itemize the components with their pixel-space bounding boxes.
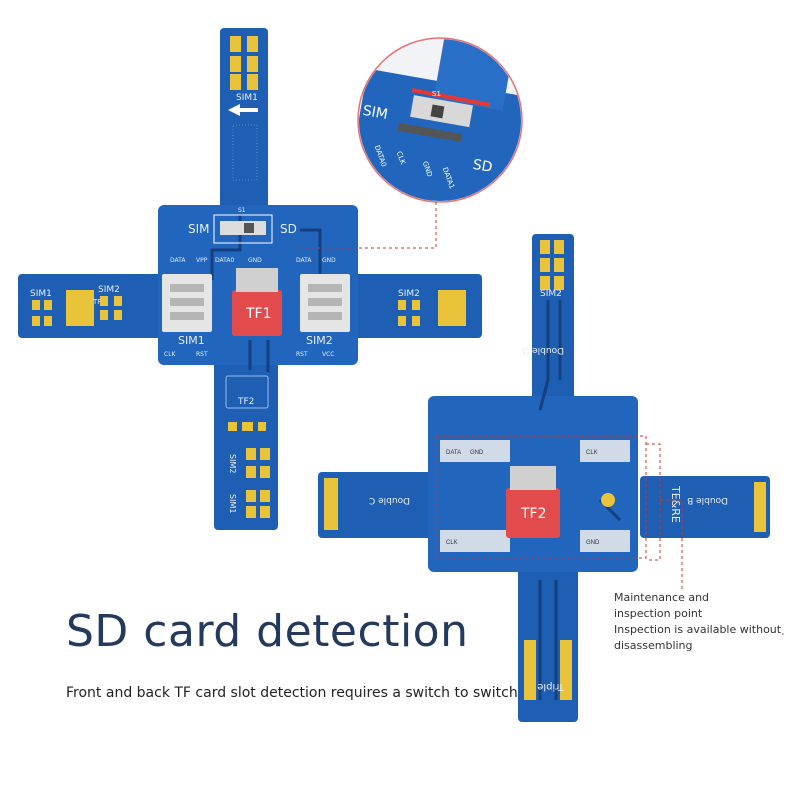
svg-text:GND: GND [322, 257, 336, 264]
zoom-sim-label: SIM [361, 103, 389, 123]
board-right-tf2-slot [506, 488, 560, 538]
arrow-left-icon [228, 104, 258, 116]
board-right-left-arm [318, 472, 438, 538]
board-right-callout-line [646, 443, 683, 592]
svg-text:DATA0: DATA0 [215, 257, 234, 264]
note-line-4: disassembling [614, 639, 693, 652]
svg-text:DATA: DATA [446, 450, 461, 456]
board-right-triple-label: Triple [537, 681, 565, 692]
board-left-switch-sim-label: SIM [188, 222, 210, 236]
board-left-tf2-label: TF2 [237, 397, 254, 407]
zoom-s1-label: S1 [432, 90, 441, 98]
svg-text:CLK: CLK [586, 450, 598, 456]
board-left-switch-sd-label: SD [280, 222, 297, 236]
board-right-sim2-top-label: SIM2 [540, 289, 562, 299]
svg-text:VPP: VPP [196, 257, 208, 264]
zoom-sd-label: SD [471, 157, 493, 176]
board-right-top-arm [532, 234, 574, 404]
board-left-top-fingers [230, 36, 258, 90]
svg-text:': ' [782, 632, 784, 643]
note-line-3: Inspection is available without [614, 623, 782, 636]
svg-text:VCC: VCC [322, 351, 334, 358]
board-left-bottom-pads [228, 418, 270, 518]
note-line-1: Maintenance and [614, 591, 710, 604]
svg-text:RST: RST [196, 351, 208, 358]
board-left-sim1-bottom-label: SIM1 [228, 494, 237, 513]
board-left-tf1-label: TF1 [245, 306, 272, 322]
headline: SD card detection [66, 606, 469, 657]
board-right-right-arm [640, 476, 770, 538]
zoom-circle: SIM SD S1 CLK DATA0 GND DATA1 [300, 37, 523, 249]
board-left-slot-sim2-label: SIM2 [306, 334, 333, 347]
svg-text:GND: GND [470, 450, 484, 456]
board-right-left-gold [324, 478, 338, 530]
inspection-note: Maintenance and inspection point Inspect… [614, 590, 781, 654]
board-left-tf-left-label: TF [92, 298, 101, 306]
svg-text:CLK: CLK [164, 351, 177, 358]
board-right-top-fingers [540, 240, 564, 290]
svg-text:DATA: DATA [296, 257, 312, 264]
board-left-right-pads [398, 290, 466, 326]
board-left-left-pads [32, 290, 122, 326]
board-right-te-re-label: TE&RE [669, 485, 682, 523]
board-left-sim1-top-label: SIM1 [236, 93, 258, 103]
svg-text:RST: RST [296, 351, 308, 358]
subline: Front and back TF card slot detection re… [66, 685, 518, 701]
board-right-right-gold [754, 482, 766, 532]
board-left-s1-label: S1 [238, 207, 246, 214]
board-right-double-c-label: Double C [369, 495, 410, 505]
board-right-double-d-label: Double D [522, 345, 564, 355]
board-right-double-b-label: Double B [687, 495, 728, 505]
board-left-switch [220, 221, 266, 235]
board-right-tf2-label: TF2 [520, 506, 547, 522]
svg-text:GND: GND [248, 257, 262, 264]
board-left-tf1-slot [232, 290, 282, 336]
board-left-sim2-left-label: SIM2 [98, 285, 120, 295]
board-right: SIM2 Double D Double C Double B TE&RE DA… [318, 234, 770, 722]
board-left-sim2-right-label: SIM2 [398, 289, 420, 299]
board-left-sim1-left-label: SIM1 [30, 289, 52, 299]
board-left-bottom-arm [214, 360, 278, 530]
board-left-top-arm [220, 28, 268, 216]
board-left-sim2-bottom-label: SIM2 [228, 454, 237, 473]
svg-text:GND: GND [586, 540, 600, 546]
board-left-slot-sim1-label: SIM1 [178, 334, 205, 347]
board-left: SIM1 SIM1 SIM2 TF SIM2 S1 SIM SD DATA V [18, 28, 482, 530]
note-line-2: inspection point [614, 607, 703, 620]
board-right-test-point [601, 493, 615, 507]
svg-text:CLK: CLK [446, 540, 458, 546]
svg-text:DATA: DATA [170, 257, 186, 264]
